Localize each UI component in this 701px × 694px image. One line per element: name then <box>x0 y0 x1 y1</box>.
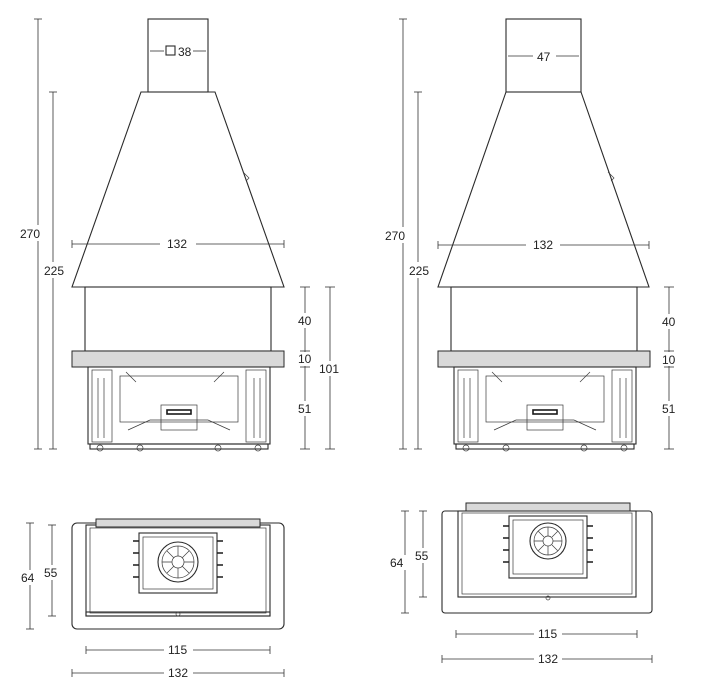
mid-segment-label: 10 <box>298 352 312 366</box>
depth-inner-label: 55 <box>415 549 429 563</box>
upper-body <box>84 286 272 352</box>
width-label: 132 <box>167 237 187 251</box>
total-height-label: 270 <box>385 229 405 243</box>
firebox-plan <box>508 515 588 579</box>
fan-grille-icon <box>529 522 567 560</box>
hood <box>71 91 285 288</box>
firebox-plan <box>138 532 218 594</box>
depth-total-label: 64 <box>390 556 404 570</box>
lower-segment-label: 51 <box>662 402 676 416</box>
depth-total-label: 64 <box>21 571 35 585</box>
plan-top-rail <box>95 518 261 528</box>
depth-inner-label: 55 <box>44 566 58 580</box>
plan-view-left: 64 55 115 132 <box>19 518 285 680</box>
front-view-right: 47 270 225 132 40 10 51 <box>384 18 678 452</box>
firebox <box>453 366 637 445</box>
firebox <box>87 366 271 445</box>
width-total-label: 132 <box>538 652 558 666</box>
width-label: 132 <box>533 238 553 252</box>
damper-handle-icon <box>242 171 250 182</box>
front-view-left: 38 270 225 132 40 10 51 <box>20 18 342 452</box>
base-plate <box>89 443 269 450</box>
mantle-shelf <box>437 350 651 368</box>
total-height-label: 270 <box>20 227 40 241</box>
base-total-label: 101 <box>319 362 339 376</box>
plan-view-right: 64 55 115 132 <box>388 502 653 666</box>
mid-segment-label: 10 <box>662 353 676 367</box>
plan-top-rail <box>465 502 631 512</box>
width-total-label: 132 <box>168 666 188 680</box>
hood-height-label: 225 <box>44 264 64 278</box>
square-section-icon <box>165 45 176 56</box>
base-plate <box>455 443 635 450</box>
upper-segment-label: 40 <box>662 315 676 329</box>
fan-grille-icon <box>157 541 199 583</box>
hood-height-label: 225 <box>409 264 429 278</box>
upper-segment-label: 40 <box>298 314 312 328</box>
width-inner-label: 115 <box>168 643 187 657</box>
flue-dimension-label: 47 <box>537 50 551 64</box>
hood <box>437 91 650 288</box>
flue-dimension-label: 38 <box>178 45 192 59</box>
mantle-shelf <box>71 350 285 368</box>
damper-handle-icon <box>607 171 615 182</box>
upper-body <box>450 286 638 352</box>
plan-inner-frame <box>457 510 637 598</box>
lower-segment-label: 51 <box>298 402 312 416</box>
width-inner-label: 115 <box>538 627 557 641</box>
plan-outline <box>441 510 653 614</box>
